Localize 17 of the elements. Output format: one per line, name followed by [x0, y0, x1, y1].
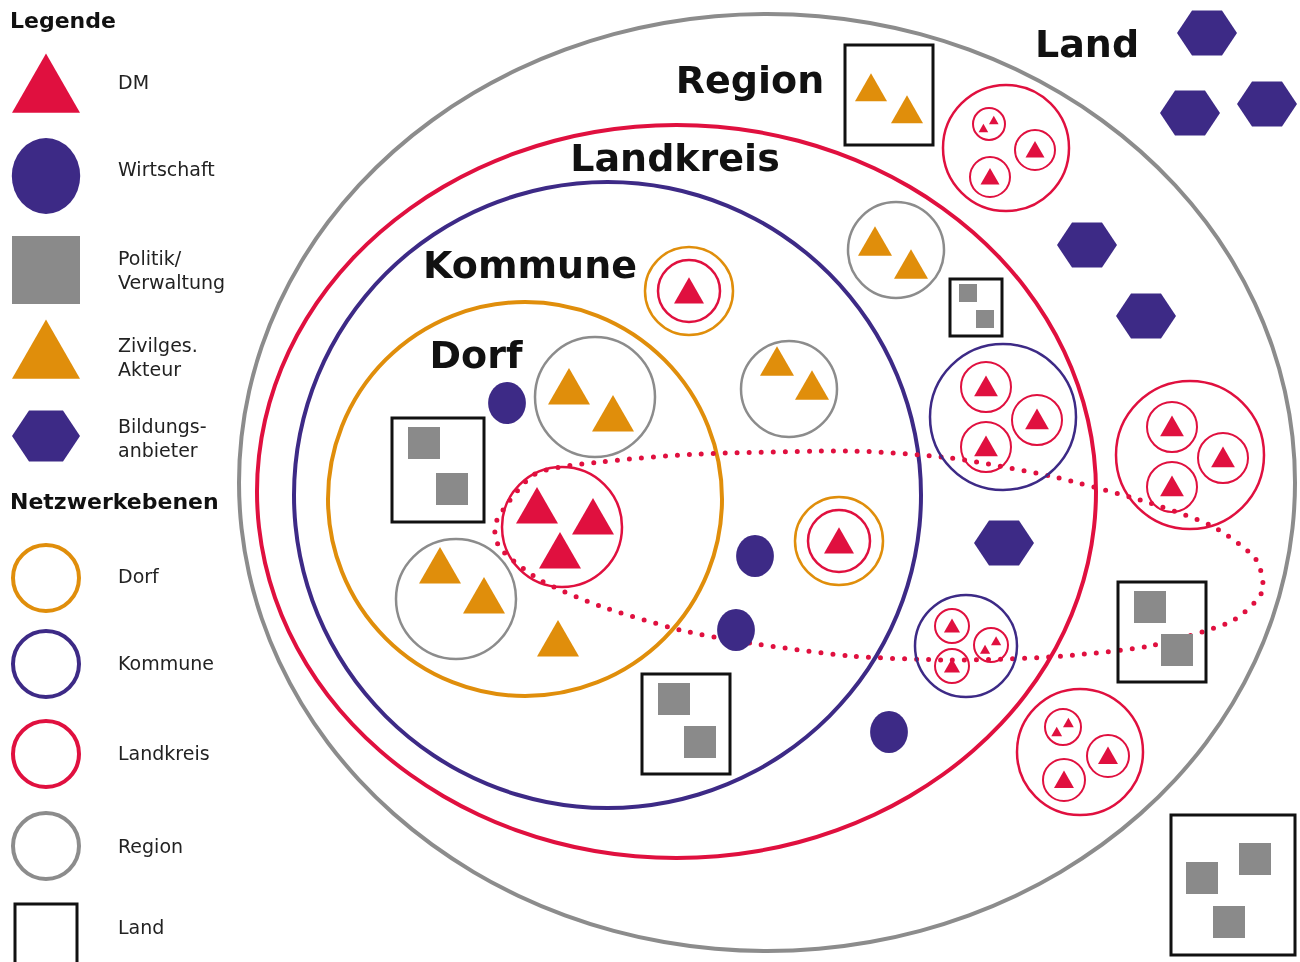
level-heading: Region: [675, 58, 825, 102]
legend-heading: Legende: [10, 8, 116, 33]
legend-text: Bildungs- anbieter: [118, 414, 208, 462]
level-heading: Land: [1035, 22, 1140, 66]
legend-text: Wirtschaft: [118, 157, 216, 181]
legend-text: Landkreis: [118, 741, 211, 765]
legend-text: Land: [118, 915, 166, 939]
level-heading: Landkreis: [570, 136, 780, 180]
legend-text: DM: [118, 70, 151, 94]
legend-text: Dorf: [118, 564, 160, 588]
legend-text: Politik/ Verwaltung: [118, 246, 227, 294]
legend-text: Zivilges. Akteur: [118, 333, 199, 381]
legend-heading: Netzwerkebenen: [10, 489, 219, 514]
legend-text: Region: [118, 834, 185, 858]
level-heading: Kommune: [423, 243, 637, 287]
legend-text: Kommune: [118, 651, 215, 675]
level-heading: Dorf: [429, 333, 523, 377]
